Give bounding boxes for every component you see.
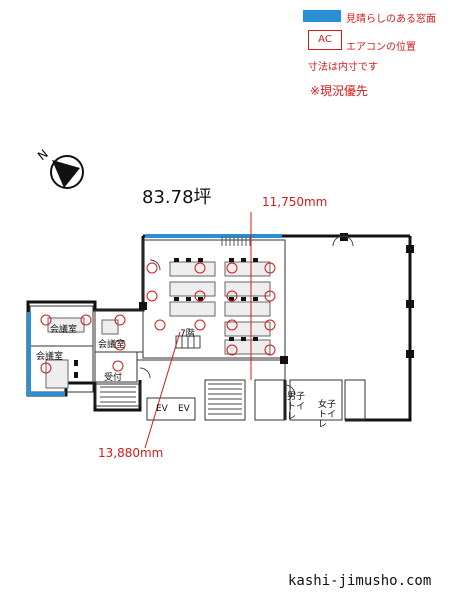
ev1-label: EV (156, 404, 168, 414)
mens-toilet-label: 男子トイレ (287, 392, 306, 422)
floor-area-label: 83.78坪 (142, 187, 212, 208)
svg-text:N: N (35, 147, 51, 163)
dimension-note: 寸法は内寸です (308, 62, 378, 73)
view-window-legend-label: 見晴らしのある窓面 (346, 14, 436, 25)
north-arrow-icon: N (35, 147, 84, 189)
ev2-label: EV (178, 404, 190, 414)
site-watermark: kashi-jimusho.com (288, 573, 432, 589)
depth-dimension: 13,880mm (98, 446, 164, 460)
ac-legend-box: AC (308, 30, 342, 50)
meeting-room-1-label: 会議室 (50, 325, 78, 335)
womens-toilet-label: 女子トイレ (318, 400, 337, 430)
meeting-room-3-label: 会議室 (98, 340, 126, 350)
width-dimension: 11,750mm (262, 195, 328, 209)
ac-position-legend-label: エアコンの位置 (346, 42, 416, 53)
reception-label: 受付 (104, 373, 123, 383)
floor-label: 7階 (180, 329, 195, 339)
current-condition-note: ※現況優先 (310, 84, 369, 98)
meeting-room-2-label: 会議室 (36, 352, 64, 362)
view-window-legend-swatch (303, 10, 341, 22)
